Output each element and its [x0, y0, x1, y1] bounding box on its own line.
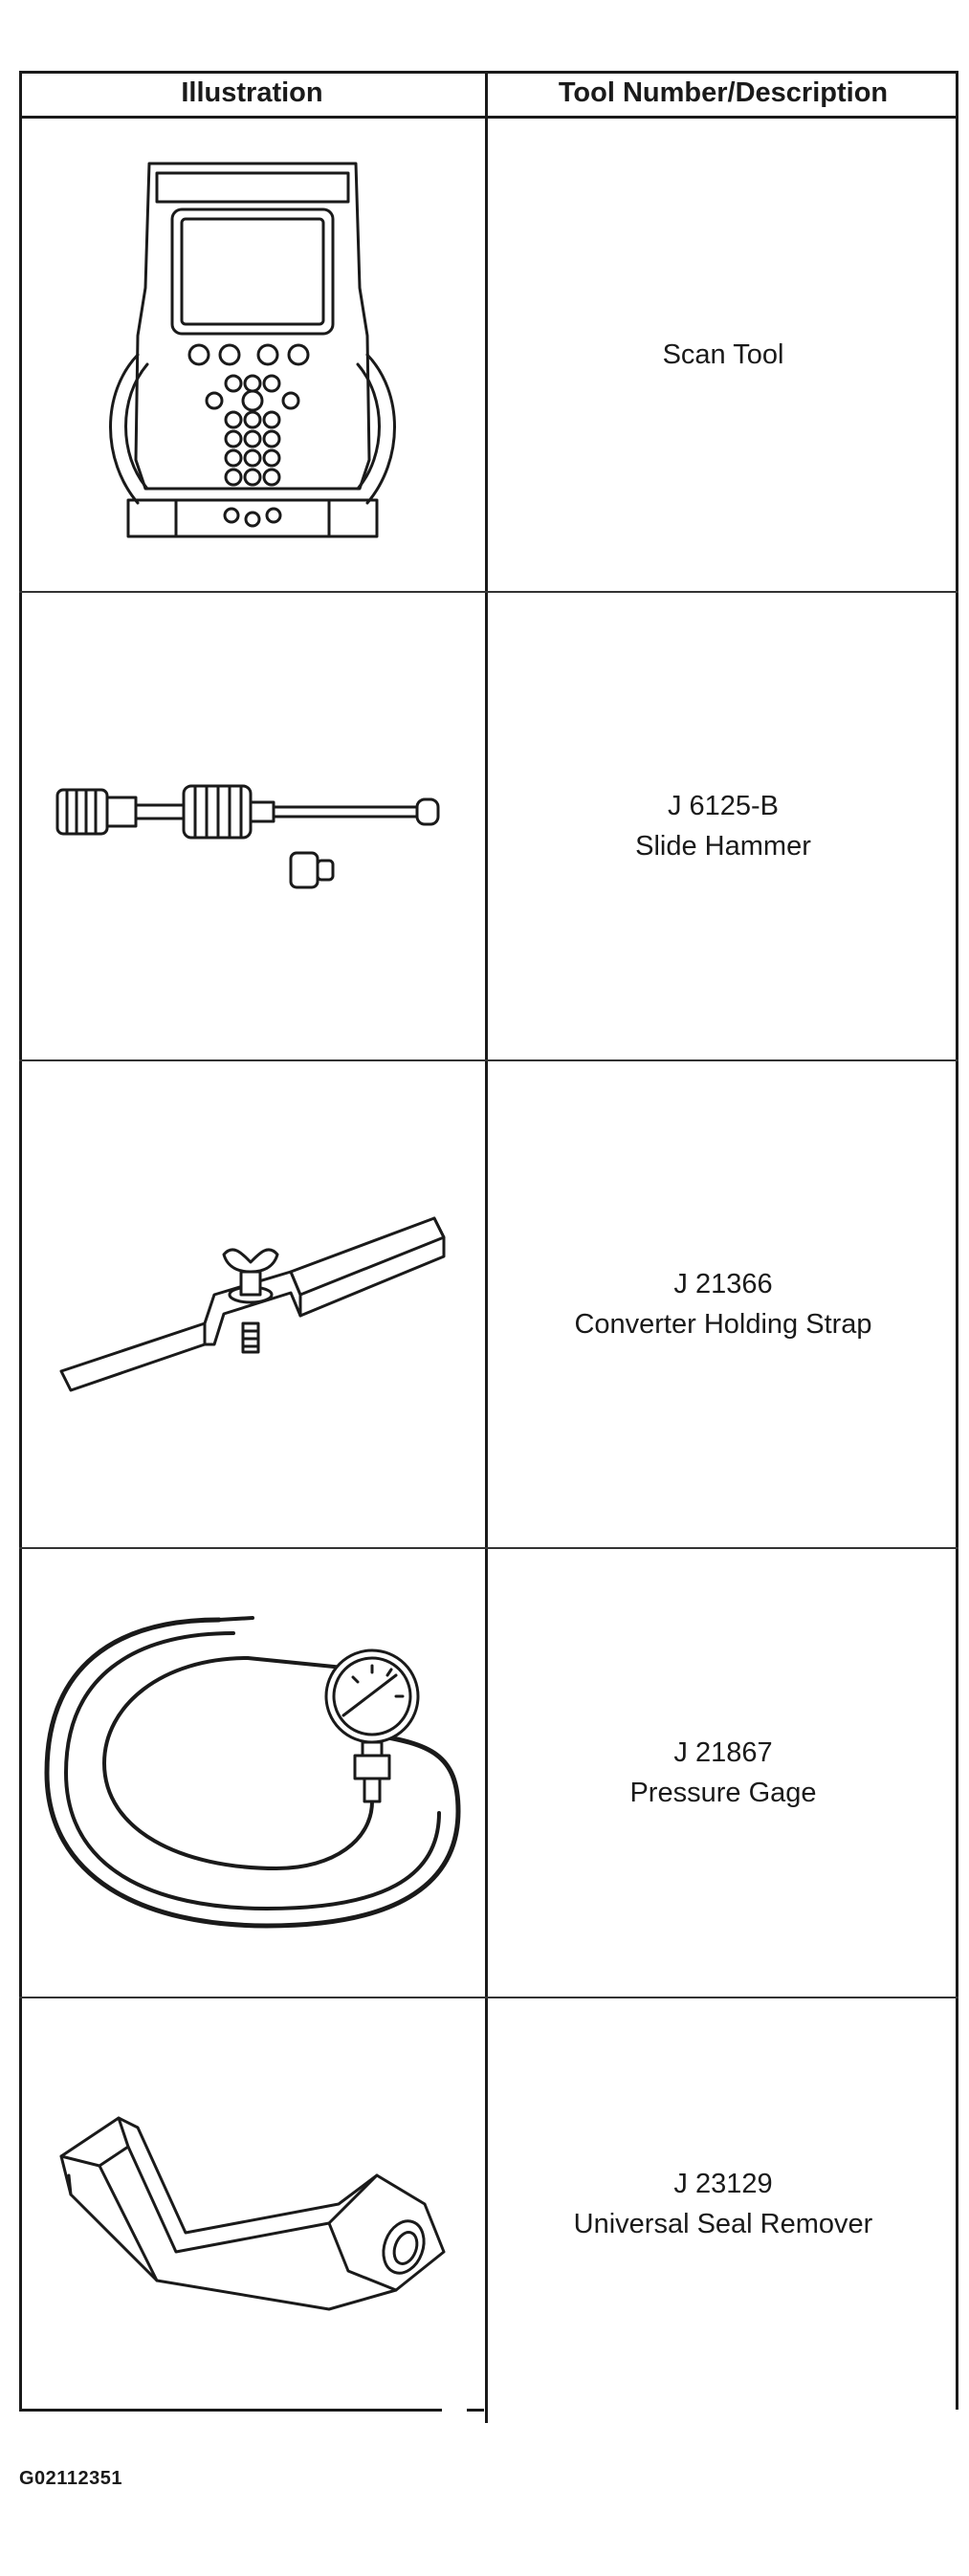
table-row-seal-remover: J 23129 Universal Seal Remover [19, 1998, 958, 2409]
table-row-holding-strap: J 21366 Converter Holding Strap [19, 1061, 958, 1549]
table-header: Illustration Tool Number/Description [19, 71, 958, 119]
description-cell: Scan Tool [488, 119, 958, 591]
scan-tool-icon [108, 162, 396, 538]
tool-description: Slide Hammer [635, 831, 811, 862]
description-cell: J 21366 Converter Holding Strap [488, 1061, 958, 1547]
illustration-cell [19, 1998, 485, 2409]
description-cell: J 6125-B Slide Hammer [488, 593, 958, 1059]
tool-table [19, 71, 958, 2410]
table-bottom-border [19, 2409, 442, 2412]
seal-remover-icon [59, 2116, 445, 2310]
header-illustration: Illustration [181, 77, 323, 108]
illustration-cell [19, 119, 485, 591]
table-row-pressure-gage: J 21867 Pressure Gage [19, 1549, 958, 1998]
holding-strap-icon [59, 1216, 445, 1392]
figure-id: G02112351 [19, 2468, 122, 2489]
table-bottom-stub [467, 2409, 484, 2412]
illustration-cell [19, 1061, 485, 1547]
tool-description: Universal Seal Remover [573, 2208, 873, 2239]
illustration-cell [19, 1549, 485, 1997]
description-cell: J 23129 Universal Seal Remover [488, 1998, 958, 2409]
description-cell: J 21867 Pressure Gage [488, 1549, 958, 1997]
table-row-scan-tool: Scan Tool [19, 119, 958, 593]
tool-description: Scan Tool [662, 339, 784, 370]
tool-number: J 21366 [673, 1269, 773, 1299]
tool-number: J 6125-B [667, 791, 780, 821]
tool-number: J 23129 [673, 2168, 773, 2199]
tool-description: Converter Holding Strap [574, 1309, 872, 1340]
illustration-cell [19, 593, 485, 1059]
table-row-slide-hammer: J 6125-B Slide Hammer [19, 593, 958, 1061]
header-description: Tool Number/Description [558, 77, 889, 108]
column-divider [485, 71, 488, 2423]
tool-description: Pressure Gage [629, 1778, 817, 1808]
tool-number: J 21867 [673, 1737, 773, 1768]
pressure-gage-icon [44, 1616, 460, 1929]
slide-hammer-icon [55, 784, 439, 889]
